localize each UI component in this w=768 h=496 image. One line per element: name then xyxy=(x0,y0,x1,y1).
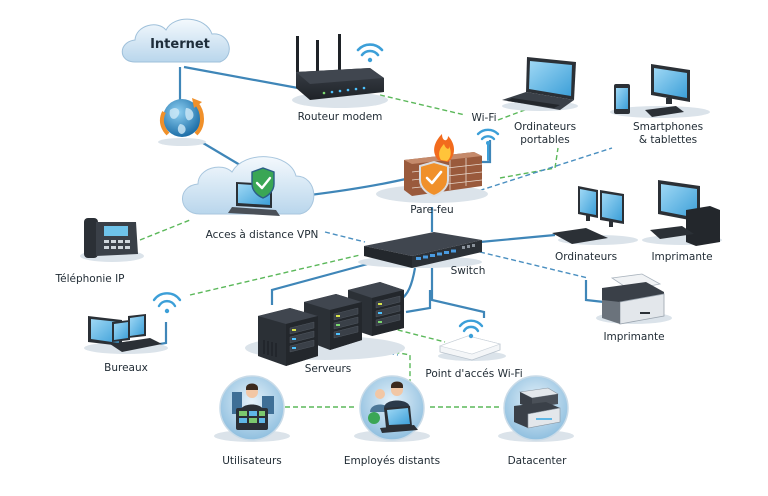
vpn-label: Acces à distance VPN xyxy=(206,229,319,241)
node-globe xyxy=(158,98,206,146)
wifi-icon xyxy=(152,292,182,314)
smartphones-label-line1: Smartphones xyxy=(633,121,703,133)
datacenter-icon xyxy=(503,375,569,441)
node-internet[interactable]: Internet xyxy=(121,18,230,63)
computers-label: Ordinateurs xyxy=(555,251,617,263)
wifi-icon xyxy=(476,128,500,161)
node-switch[interactable]: Switch xyxy=(358,232,485,277)
link-firewall-wifi xyxy=(482,140,492,164)
link-phone-vpn xyxy=(139,219,191,241)
internet-label: Internet xyxy=(150,37,210,52)
link-printer xyxy=(584,280,605,304)
node-printer-top[interactable]: Imprimante xyxy=(642,180,722,263)
node-laptops[interactable]: Ordinateurs portables xyxy=(502,57,578,146)
node-printer[interactable]: Imprimante xyxy=(596,273,672,343)
globe-sync-icon xyxy=(159,98,204,137)
firewall-icon xyxy=(404,134,483,198)
link-vpn-firewall xyxy=(309,176,411,197)
vpn-cloud-icon xyxy=(182,156,315,216)
laptop-icon xyxy=(502,57,576,110)
link-servers-ap xyxy=(389,327,446,343)
node-router[interactable]: Routeur modem xyxy=(292,34,388,123)
link-switch-printer xyxy=(479,251,589,279)
remote-employees-label: Employés distants xyxy=(344,455,440,467)
smartphones-label-line2: & tablettes xyxy=(639,134,697,146)
wifi-icon xyxy=(458,319,484,339)
node-servers[interactable]: Serveurs xyxy=(245,282,405,375)
users-icon xyxy=(219,375,285,441)
printer-icon xyxy=(602,273,665,325)
node-firewall[interactable]: Pare-feu xyxy=(376,134,488,216)
link-firewall-laptops xyxy=(499,147,559,179)
cloud-icon xyxy=(121,18,230,63)
link-router-wifi xyxy=(379,94,466,116)
switch-label: Switch xyxy=(451,265,486,277)
offices-icon xyxy=(88,314,162,352)
link-switch-servers-1 xyxy=(270,260,376,305)
node-computers[interactable]: Ordinateurs xyxy=(552,186,638,263)
node-wifi[interactable]: Wi-Fi xyxy=(471,112,500,161)
server-icon xyxy=(258,282,404,366)
users-label: Utilisateurs xyxy=(222,455,281,467)
wifi-icon xyxy=(356,43,384,63)
workstation-icon xyxy=(650,180,720,246)
link-switch-ap xyxy=(430,268,486,318)
link-switch-computers xyxy=(479,233,556,244)
offices-label: Bureaux xyxy=(104,362,148,374)
printer-top-label: Imprimante xyxy=(651,251,712,263)
firewall-label: Pare-feu xyxy=(410,204,453,216)
datacenter-label: Datacenter xyxy=(508,455,568,467)
access-point-label: Point d'accés Wi-Fi xyxy=(425,368,522,380)
switch-icon xyxy=(364,232,482,268)
ip-phone-label: Téléphonie IP xyxy=(54,273,124,285)
node-remote-employees[interactable]: Employés distants xyxy=(344,375,440,467)
laptops-label-line2: portables xyxy=(520,134,569,146)
printer-label: Imprimante xyxy=(603,331,664,343)
node-ip-phone[interactable]: Téléphonie IP xyxy=(54,218,144,285)
servers-label: Serveurs xyxy=(305,363,352,375)
node-access-point[interactable]: Point d'accés Wi-Fi xyxy=(425,319,523,380)
smartphone-icon xyxy=(614,84,630,114)
link-globe-vpn xyxy=(197,139,241,166)
node-users[interactable]: Utilisateurs xyxy=(214,375,290,467)
laptops-label-line1: Ordinateurs xyxy=(514,121,576,133)
node-smartphones[interactable]: Smartphones & tablettes xyxy=(610,64,710,146)
node-datacenter[interactable]: Datacenter xyxy=(498,375,574,467)
router-icon xyxy=(296,34,384,100)
node-offices[interactable]: Bureaux xyxy=(84,292,182,374)
node-vpn[interactable]: Acces à distance VPN xyxy=(182,156,319,241)
desktop-icon xyxy=(552,186,624,244)
monitor-icon xyxy=(645,64,690,117)
router-label: Routeur modem xyxy=(298,111,383,123)
link-offices-switch xyxy=(189,254,361,296)
access-point-icon xyxy=(438,335,502,361)
remote-employees-icon xyxy=(359,375,425,441)
link-internet-router xyxy=(183,65,299,90)
link-switch-servers-3 xyxy=(405,290,432,314)
ip-phone-icon xyxy=(84,218,138,258)
wifi-label: Wi-Fi xyxy=(471,112,496,124)
link-vpn-switch xyxy=(324,231,366,243)
